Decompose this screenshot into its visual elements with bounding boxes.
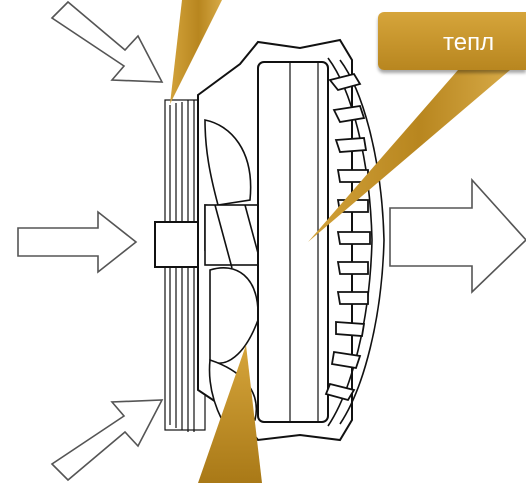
callout-pointer-top [170,0,222,104]
airflow-arrow-right-icon [389,177,526,294]
callout-pointer-bottom [198,345,262,483]
heatsink-fins-icon [324,57,385,427]
airflow-arrow-top-left-icon [50,0,164,83]
fan-hub [154,221,204,268]
heatsink-plate [257,61,329,423]
callout-text: тепл [443,29,495,56]
airflow-arrow-left-icon [17,210,138,274]
callout-pointer-heatsink [308,70,510,242]
callout-label: тепл [378,12,526,70]
airflow-arrow-bottom-left-icon [50,399,164,482]
cooling-fan-icon [154,38,385,442]
